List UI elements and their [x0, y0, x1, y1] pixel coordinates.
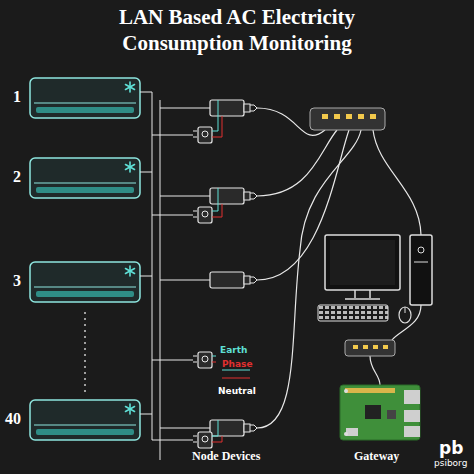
- wire-label: Neutral: [218, 387, 256, 396]
- gateway-label: Gateway: [352, 449, 402, 465]
- node-text: Node Devices: [192, 450, 261, 464]
- wire-label: Earth: [220, 346, 247, 355]
- logo-mark: pb: [439, 440, 463, 457]
- node-text: Gateway: [354, 450, 400, 464]
- unit-number: 2: [11, 167, 23, 188]
- node-devices-label: Node Devices: [190, 449, 263, 465]
- wire-label: Phase: [222, 360, 253, 369]
- title: LAN Based AC Electricity Consumption Mon…: [77, 4, 397, 57]
- node-text: 1: [13, 88, 21, 106]
- node-text: 3: [13, 272, 21, 290]
- unit-number: 3: [11, 271, 23, 292]
- unit-number: 40: [3, 409, 23, 430]
- unit-number: 1: [11, 87, 23, 108]
- node-text: 2: [13, 168, 21, 186]
- logo-text: psiborg: [434, 459, 467, 468]
- node-text: 40: [5, 410, 21, 428]
